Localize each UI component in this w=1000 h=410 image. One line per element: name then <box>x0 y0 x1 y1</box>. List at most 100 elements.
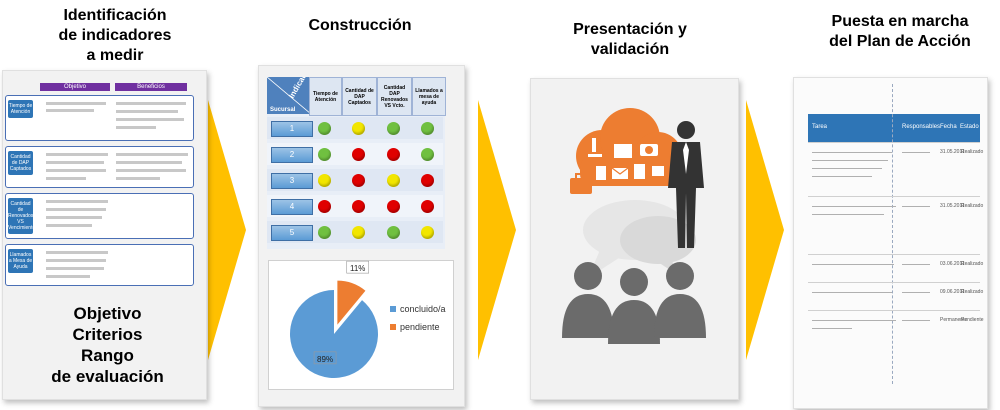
status-light-red <box>421 200 434 213</box>
status-light-red <box>352 174 365 187</box>
branch-number: 4 <box>271 199 313 215</box>
text-line <box>46 102 106 105</box>
status-row: 1 <box>267 117 443 139</box>
task-status: Realizado <box>961 203 984 209</box>
column-header: Llamados a mesa de ayuda <box>412 77 446 116</box>
responsable-text-line <box>902 292 930 293</box>
summary-line: Criterios <box>72 325 143 344</box>
data-label-box <box>313 351 337 365</box>
flow-arrow <box>746 100 784 360</box>
microscope-icon <box>588 138 602 157</box>
indicator-row: Llamados a Mesa de Ayuda <box>5 244 194 286</box>
status-light-green <box>318 148 331 161</box>
branch-number: 2 <box>271 147 313 163</box>
task-date: 31.05.2011 <box>940 149 965 155</box>
row-separator <box>808 282 980 283</box>
task-text-line <box>812 328 852 329</box>
text-line <box>116 177 160 180</box>
stage-title-line: Presentación y <box>573 21 687 38</box>
task-text-line <box>812 292 892 293</box>
text-line <box>46 267 104 270</box>
text-line <box>46 259 106 262</box>
column-header: Cantidad de DAP Captados <box>342 77 377 116</box>
status-light-red <box>421 174 434 187</box>
column-header: Tiempo de Atención <box>309 77 342 116</box>
text-line <box>46 153 108 156</box>
plan-header-fecha: Fecha <box>940 124 957 130</box>
text-line <box>116 169 186 172</box>
text-line <box>116 118 184 121</box>
plan-dashed-divider <box>892 84 893 384</box>
branch-number: 1 <box>271 121 313 137</box>
status-light-green <box>387 226 400 239</box>
responsable-text-line <box>902 206 930 207</box>
branch-number: 3 <box>271 173 313 189</box>
status-light-red <box>352 200 365 213</box>
text-line <box>116 102 186 105</box>
status-light-yellow <box>352 122 365 135</box>
plan-header-tarea: Tarea <box>812 124 828 130</box>
status-light-red <box>387 200 400 213</box>
row-separator <box>808 196 980 197</box>
legend-label: concluido/a <box>400 304 446 314</box>
task-status: Pendiente <box>961 317 984 323</box>
status-light-red <box>352 148 365 161</box>
stage-title-line: validación <box>590 41 670 58</box>
indicator-label: Cantidad de DAP Captados <box>8 151 33 175</box>
task-date: Permanente <box>940 317 968 323</box>
status-light-green <box>387 122 400 135</box>
indicator-header-cell: Indicador Sucursal <box>267 77 311 114</box>
indicator-row: Cantidad de Renovados VS Vencimiento <box>5 193 194 239</box>
plan-header-responsables: Responsables <box>902 124 941 130</box>
sucursal-label: Sucursal <box>270 107 296 113</box>
summary-text: Objetivo Criterios Rango de evaluación <box>0 303 215 387</box>
indicator-row: Tiempo de Atención <box>5 95 194 141</box>
task-status: Realizado <box>961 261 984 267</box>
text-line <box>116 153 188 156</box>
data-label: 11% <box>350 264 365 273</box>
status-light-green <box>318 122 331 135</box>
businessman-icon <box>668 121 704 248</box>
summary-line: Objetivo <box>73 304 142 323</box>
stage-title-line: Construcción <box>308 17 412 34</box>
task-text-line <box>812 152 892 153</box>
status-row: 2 <box>267 143 443 165</box>
responsable-text-line <box>902 264 930 265</box>
status-light-green <box>421 122 434 135</box>
task-text-line <box>812 160 888 161</box>
text-line <box>116 110 178 113</box>
task-text-line <box>812 320 896 321</box>
presentation-illustration <box>562 108 706 344</box>
data-label: 89% <box>317 355 333 364</box>
status-light-yellow <box>352 226 365 239</box>
text-line <box>46 161 104 164</box>
stage-title-line: Puesta en marcha <box>831 13 969 30</box>
text-line <box>46 200 108 203</box>
task-status: Realizado <box>961 149 984 155</box>
status-row: 4 <box>267 195 443 217</box>
indicator-label: Cantidad de Renovados VS Vencimiento <box>8 198 35 234</box>
row-separator <box>808 254 980 255</box>
stage-title-identificacion: Identificación de indicadores a medir <box>10 6 220 66</box>
task-text-line <box>812 206 896 207</box>
calculator-icon <box>596 166 606 180</box>
status-light-yellow <box>318 174 331 187</box>
plan-header-estado: Estado <box>960 124 979 130</box>
text-line <box>46 251 108 254</box>
legend-label: pendiente <box>400 322 440 332</box>
column-header: Cantidad DAP Renovados VS Vcto. <box>377 77 412 116</box>
pie-chart: 89% 11% concluido/a pendiente <box>290 260 446 378</box>
text-line <box>46 109 94 112</box>
task-text-line <box>812 168 882 169</box>
text-line <box>46 208 106 211</box>
header-objetivo: Objetivo <box>40 83 110 91</box>
status-row: 5 <box>267 221 443 243</box>
summary-line: de evaluación <box>51 367 164 386</box>
responsable-text-line <box>902 320 930 321</box>
document-icon <box>634 164 645 179</box>
text-line <box>116 126 156 129</box>
plan-header-row <box>808 114 980 142</box>
status-light-red <box>318 200 331 213</box>
status-light-green <box>421 148 434 161</box>
audience-icon <box>562 262 706 344</box>
